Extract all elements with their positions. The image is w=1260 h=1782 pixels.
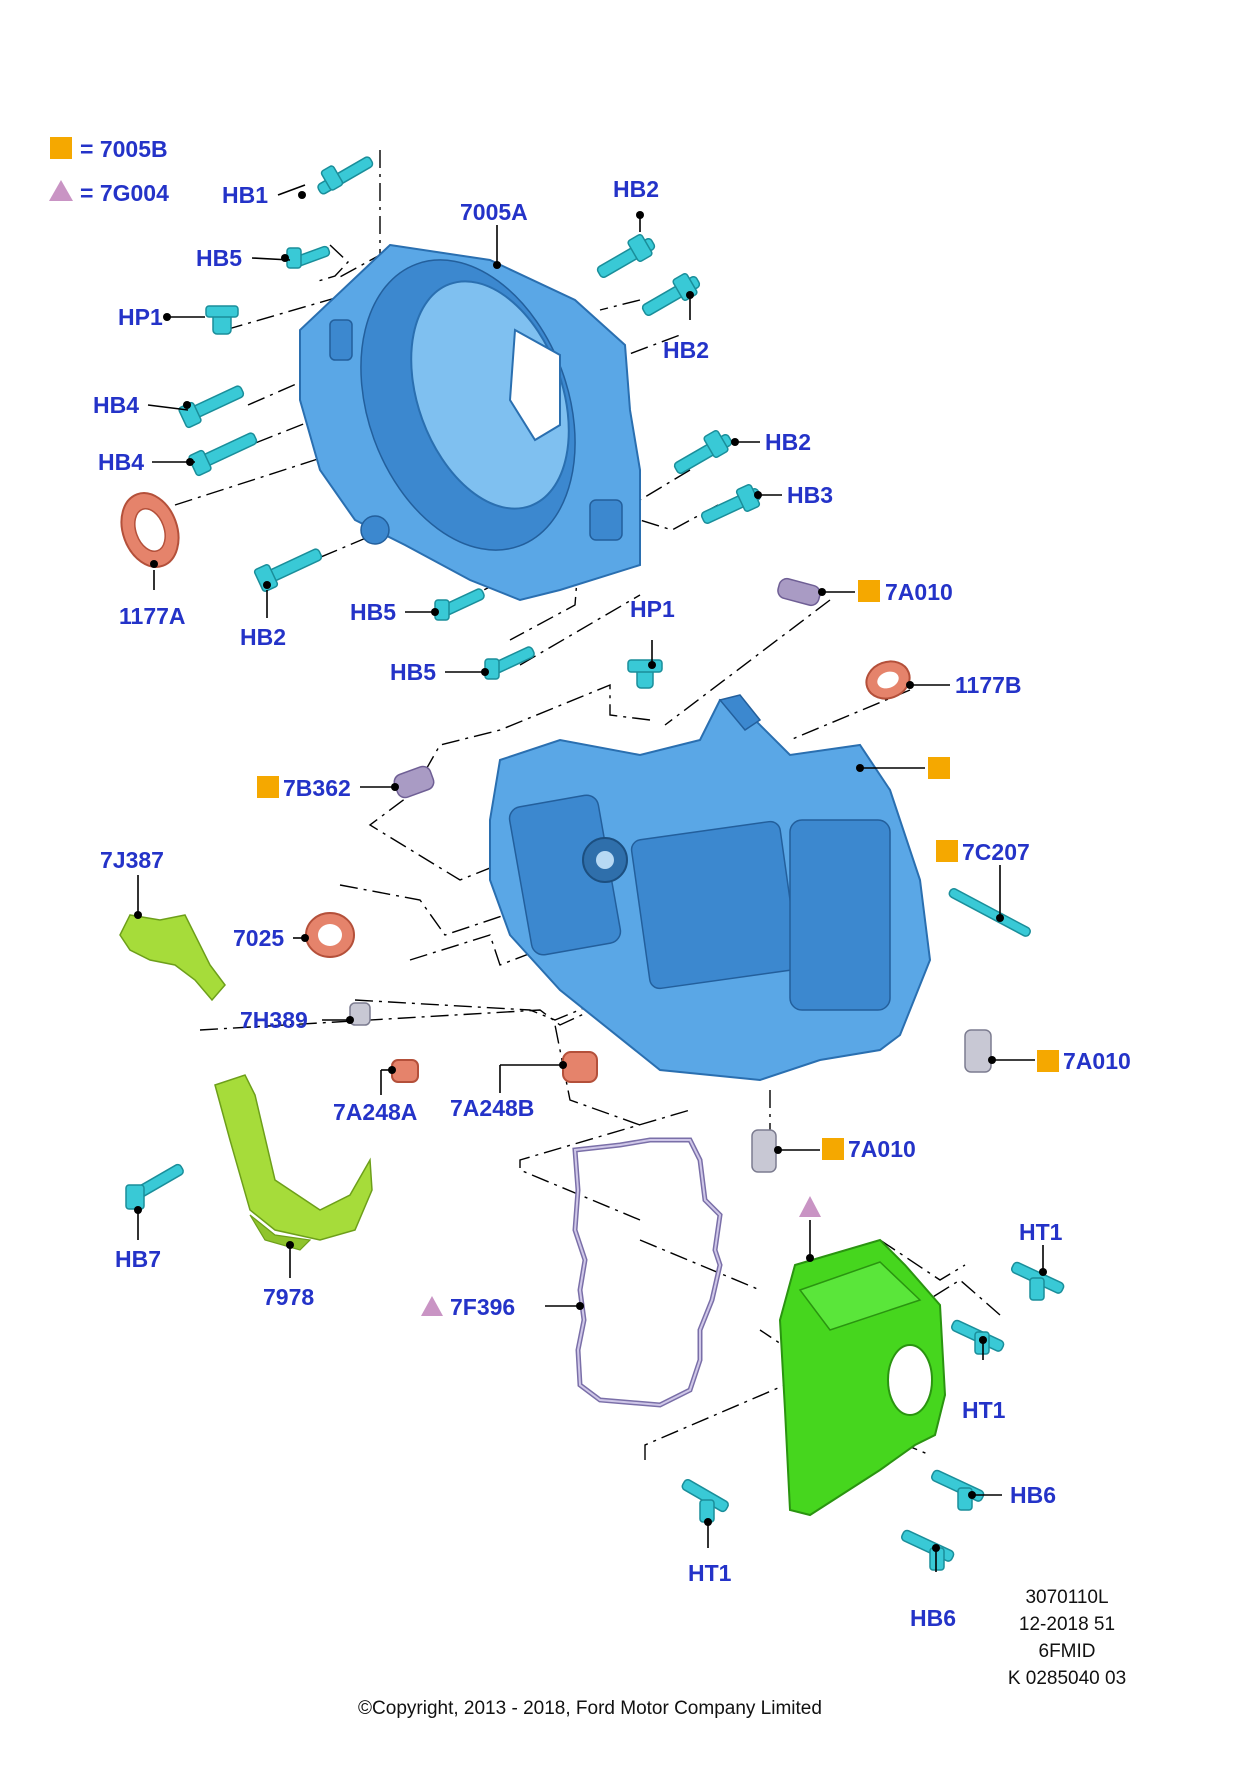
label-ht1-top: HT1 [1019, 1219, 1063, 1245]
info-line-1: 3070110L [1025, 1587, 1108, 1608]
label-hb5-low: HB5 [390, 659, 436, 685]
label-hb2-top: HB2 [613, 176, 659, 202]
bolt-hb5-low [484, 646, 535, 680]
clutch-housing-7005a [299, 243, 641, 602]
label-7a248a: 7A248A [333, 1099, 417, 1125]
legend-entry-7g004: = 7G004 [80, 180, 169, 206]
drawing-info: 3070110L 12-2018 51 6FMID K 0285040 03 [1008, 1587, 1126, 1689]
callout-markers [257, 580, 1059, 1316]
marker-square-case [928, 757, 950, 779]
label-hb5-top: HB5 [196, 245, 242, 271]
label-1177a: 1177A [119, 603, 186, 629]
marker-triangle-cover [799, 1196, 821, 1217]
bolt-hb1 [317, 156, 374, 195]
leader-dots [134, 191, 1047, 1552]
label-ht1-bottom: HT1 [688, 1560, 732, 1586]
marker-square-7a010-top [858, 580, 880, 602]
info-line-4: K 0285040 03 [1008, 1668, 1126, 1689]
label-hb1: HB1 [222, 182, 268, 208]
legend-triangle-marker [49, 180, 73, 201]
sensor-7a010-bottom [751, 1129, 777, 1173]
marker-square-7a010-bottom [822, 1138, 844, 1160]
marker-triangle-7f396 [421, 1296, 443, 1316]
sensor-7a010-top [777, 577, 821, 607]
label-hb7: HB7 [115, 1246, 161, 1272]
legend-entry-7005b: = 7005B [80, 136, 168, 162]
stud-7c207 [948, 888, 1031, 937]
label-1177b: 1177B [955, 672, 1022, 698]
label-hb2-mid: HB2 [663, 337, 709, 363]
label-7a248b: 7A248B [450, 1095, 534, 1121]
marker-square-7b362 [257, 776, 279, 798]
label-7005a: 7005A [460, 199, 528, 225]
heat-shield-7978 [214, 1074, 373, 1251]
plug-7a248a [391, 1059, 419, 1083]
legend: = 7005B = 7G004 [49, 136, 169, 206]
gasket-7f396 [572, 1137, 723, 1408]
label-hb3: HB3 [787, 482, 833, 508]
bolt-ht1-bottom [681, 1479, 729, 1523]
bolt-hb2-left [253, 548, 323, 593]
label-7h389: 7H389 [240, 1007, 308, 1033]
bolt-ht1-right-b [950, 1319, 1005, 1355]
bolt-ht1-right-a [1010, 1261, 1065, 1301]
label-hb6-b: HB6 [910, 1605, 956, 1631]
label-hp1-top: HP1 [118, 304, 163, 330]
bolt-hb4-b [188, 432, 258, 477]
legend-square-marker [50, 137, 72, 159]
label-hb4-a: HB4 [93, 392, 139, 418]
label-hb2-left: HB2 [240, 624, 286, 650]
label-7c207: 7C207 [962, 839, 1030, 865]
plug-7a248b [562, 1051, 598, 1083]
bolt-hb6-a [930, 1469, 985, 1511]
seals [120, 492, 911, 1083]
marker-square-7a010-right [1037, 1050, 1059, 1072]
callout-labels: HB1 HB5 HP1 HB4 HB4 1177A HB2 7005A HB2 … [93, 176, 1131, 1631]
info-line-3: 6FMID [1039, 1641, 1096, 1662]
plug-hp1-top [205, 305, 239, 335]
seal-1177b [865, 660, 911, 700]
label-7a010-right: 7A010 [1063, 1048, 1131, 1074]
label-hb5-mid: HB5 [350, 599, 396, 625]
sensor-7b362 [393, 765, 435, 799]
label-7a010-top: 7A010 [885, 579, 953, 605]
seal-7025 [305, 912, 355, 958]
copyright: ©Copyright, 2013 - 2018, Ford Motor Comp… [358, 1698, 822, 1719]
plug-hp1-mid [627, 659, 663, 689]
label-hb4-b: HB4 [98, 449, 144, 475]
label-7f396: 7F396 [450, 1294, 515, 1320]
transmission-side-cover [778, 1238, 947, 1517]
bolt-hb5-top [286, 245, 331, 269]
marker-square-7c207 [936, 840, 958, 862]
bolt-hb6-b [900, 1529, 955, 1571]
info-line-2: 12-2018 51 [1019, 1614, 1115, 1635]
label-7b362: 7B362 [283, 775, 351, 801]
bracket-7j387 [119, 914, 226, 1002]
seal-1177a [120, 492, 180, 568]
label-ht1-mid: HT1 [962, 1397, 1006, 1423]
label-hb6-a: HB6 [1010, 1482, 1056, 1508]
bolt-hb7 [125, 1163, 184, 1210]
bolt-hb5-mid [434, 588, 485, 621]
label-hp1-mid: HP1 [630, 596, 675, 622]
label-7a010-bottom: 7A010 [848, 1136, 916, 1162]
label-hb2-right: HB2 [765, 429, 811, 455]
label-7j387: 7J387 [100, 847, 164, 873]
label-7978: 7978 [263, 1284, 314, 1310]
bolt-hb3 [700, 483, 762, 524]
bolt-hb2-right [673, 429, 733, 474]
bolt-hb2-upper-a [596, 233, 656, 278]
label-7025: 7025 [233, 925, 284, 951]
bushing-7h389 [349, 1002, 371, 1026]
transmission-case [489, 694, 932, 1082]
sensor-7a010-right [964, 1029, 992, 1073]
